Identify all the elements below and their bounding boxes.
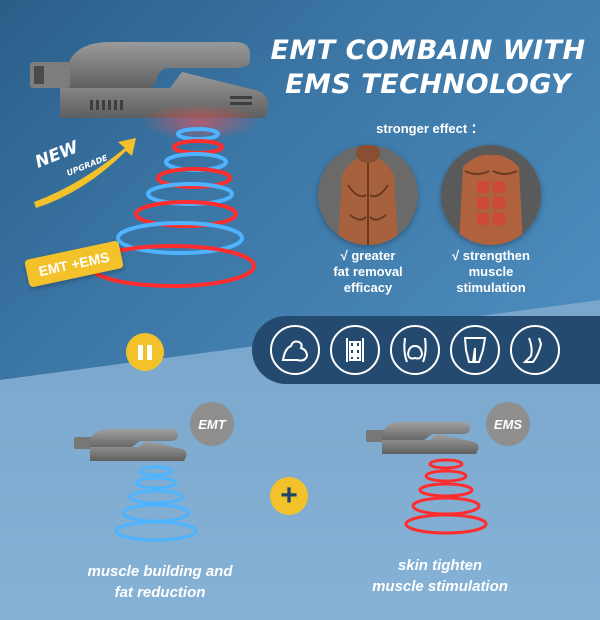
plus-icon: + (270, 477, 308, 515)
headline: EMT COMBAIN WITH EMS TECHNOLOGY (270, 34, 586, 102)
back-muscle-image (318, 145, 418, 245)
pause-icon (138, 344, 143, 360)
benefit-muscle-stimulation: √ strengthen muscle stimulation (452, 248, 530, 295)
buttocks-icon[interactable] (390, 325, 440, 375)
body-area-icon-strip (252, 316, 600, 384)
ems-caption: skin tighten muscle stimulation (372, 557, 508, 595)
pause-button[interactable] (126, 333, 164, 371)
arm-muscle-icon[interactable] (270, 325, 320, 375)
emt-mode-badge: EMT (190, 402, 234, 446)
abs-muscle-image (441, 145, 541, 245)
legs-icon[interactable] (450, 325, 500, 375)
emt-caption: muscle building and fat reduction (87, 563, 233, 601)
headline-line1: EMT COMBAIN WITH (270, 35, 586, 66)
abs-icon[interactable] (330, 325, 380, 375)
headline-line2: EMS TECHNOLOGY (285, 69, 571, 100)
effect-label: stronger effect ： (376, 121, 484, 136)
ems-mode-badge: EMS (486, 402, 530, 446)
calf-icon[interactable] (510, 325, 560, 375)
new-upgrade-badge: NEW UPGRADE (32, 137, 136, 208)
ems-device-illustration (366, 422, 488, 535)
emt-device-illustration (74, 429, 198, 542)
benefit-fat-removal: √ greater fat removal efficacy (333, 248, 403, 295)
